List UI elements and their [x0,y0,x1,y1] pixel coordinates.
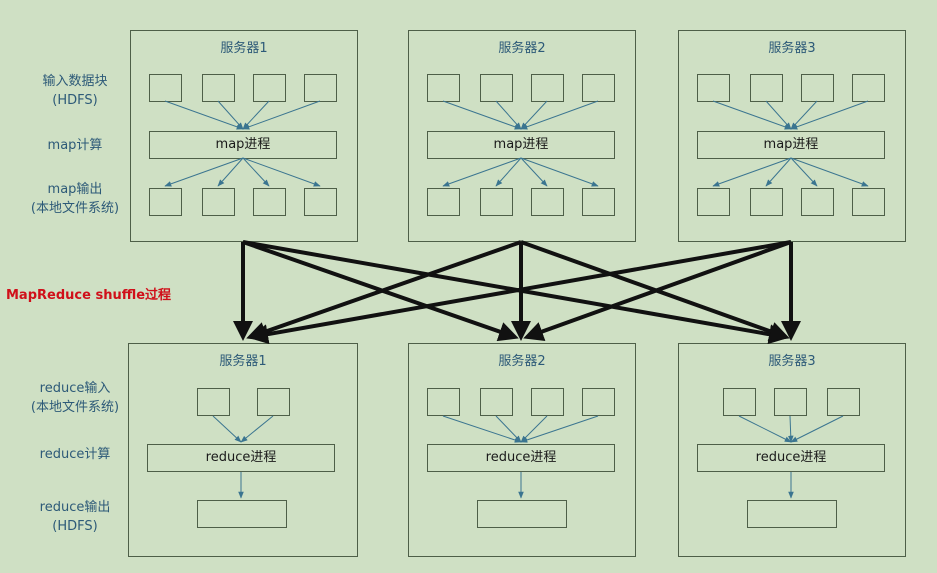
reduce-input-block [723,388,756,416]
arrow [240,415,274,443]
map-output-block [480,188,513,216]
map-compute-row-label: map计算 [47,138,103,153]
map-output-block [801,188,834,216]
map-server-1: 服务器1 map进程 [130,30,358,242]
map-input-block [202,74,235,102]
arrow [164,157,244,187]
map-server-3-title: 服务器3 [768,41,816,56]
arrow [442,415,522,443]
arrow [787,415,794,443]
map-input-block [531,74,564,102]
arrow [520,100,599,130]
map-output-row-label: map输出 (本地文件系统) [30,182,120,216]
map-process-box: map进程 [149,131,337,159]
map-server-3-flow-arrows [712,100,869,187]
map-input-block [582,74,615,102]
arrow [212,415,242,443]
map-input-block [852,74,885,102]
reduce-server-3-title: 服务器3 [768,354,816,369]
shuffle-arrows [233,240,801,345]
shuffle-arrow [523,240,792,341]
reduce-output-block [197,500,287,528]
arrow [790,100,869,130]
arrow [442,100,522,130]
reduce-input-block [197,388,230,416]
arrow [790,415,844,443]
map-output-block [750,188,783,216]
map-input-block [253,74,286,102]
reduce-input-block [427,388,460,416]
map-output-block [582,188,615,216]
arrow [242,157,270,187]
arrow [520,415,599,443]
map-output-block [427,188,460,216]
map-output-block [202,188,235,216]
arrow [442,157,522,187]
map-output-block [852,188,885,216]
arrow [738,415,792,443]
reduce-compute-row-label: reduce计算 [39,447,111,462]
map-output-block [253,188,286,216]
reduce-server-2-flow-arrows [442,415,599,499]
arrow [242,157,321,187]
map-output-block [531,188,564,216]
reduce-process-box: reduce进程 [147,444,335,472]
map-output-block [697,188,730,216]
arrow [495,415,522,443]
reduce-server-2-title: 服务器2 [498,354,546,369]
map-server-1-title: 服务器1 [220,41,268,56]
reduce-input-block [774,388,807,416]
map-output-block [149,188,182,216]
arrow [765,100,792,130]
shuffle-label: MapReduce shuffle过程 [6,288,172,303]
arrow [712,100,792,130]
reduce-input-row-label: reduce输入 (本地文件系统) [30,381,120,415]
reduce-process-box: reduce进程 [697,444,885,472]
reduce-server-3-flow-arrows [738,415,844,499]
map-server-3: 服务器3 map进程 [678,30,906,242]
reduce-output-block [477,500,567,528]
map-server-2-title: 服务器2 [498,41,546,56]
arrow [495,157,522,187]
map-input-row-label: 输入数据块 (HDFS) [42,74,108,108]
arrow [217,100,244,130]
arrow [790,157,818,187]
arrow [164,100,244,130]
map-server-1-flow-arrows [164,100,321,187]
arrow [217,157,244,187]
reduce-input-block [480,388,513,416]
shuffle-arrow [242,240,519,342]
map-output-block [304,188,337,216]
map-input-block [697,74,730,102]
arrow [242,100,321,130]
map-server-2: 服务器2 map进程 [408,30,636,242]
arrow [790,157,869,187]
arrow [495,100,522,130]
reduce-output-row-label: reduce输出 (HDFS) [39,500,111,534]
map-input-block [801,74,834,102]
reduce-output-block [747,500,837,528]
map-input-block [304,74,337,102]
reduce-server-2: 服务器2 reduce进程 [408,343,636,557]
reduce-input-block [531,388,564,416]
shuffle-arrow [246,240,522,342]
reduce-input-block [582,388,615,416]
arrow [765,157,792,187]
reduce-server-1-flow-arrows [212,415,274,499]
reduce-server-3: 服务器3 reduce进程 [678,343,906,557]
arrow [520,157,599,187]
reduce-input-block [257,388,290,416]
shuffle-arrow [248,240,792,345]
map-server-2-flow-arrows [442,100,599,187]
reduce-input-block [827,388,860,416]
map-process-box: map进程 [697,131,885,159]
map-process-box: map进程 [427,131,615,159]
reduce-server-1-title: 服务器1 [219,354,267,369]
arrow [520,157,548,187]
reduce-process-box: reduce进程 [427,444,615,472]
reduce-server-1: 服务器1 reduce进程 [128,343,358,557]
arrow [712,157,792,187]
